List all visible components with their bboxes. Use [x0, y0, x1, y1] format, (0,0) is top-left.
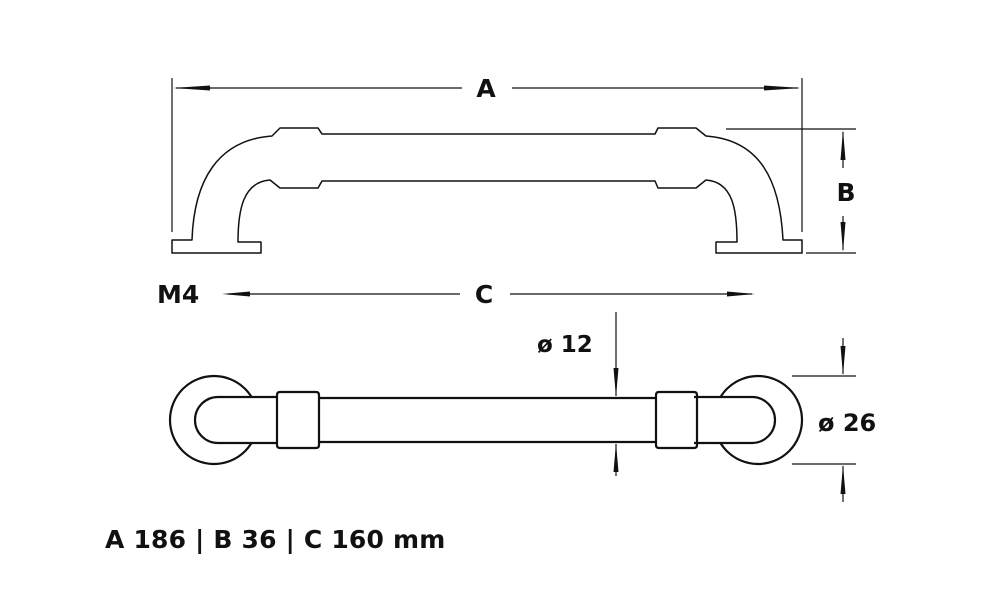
- side-left-collar-edge-top: [317, 127, 323, 135]
- dimension-c-arrow-right: [727, 291, 755, 297]
- dimension-b-label: B: [836, 178, 855, 207]
- dimension-c-label: C: [475, 280, 493, 309]
- dimension-b-arrow-bottom: [840, 222, 846, 252]
- bar-diameter-label: ø 12: [537, 332, 593, 358]
- side-right-collar-edge-top: [654, 127, 659, 135]
- top-left-collar: [275, 390, 321, 450]
- dimension-a: A: [171, 74, 803, 232]
- dimension-b: B: [726, 128, 856, 254]
- dimension-bar-diameter: ø 12: [537, 312, 619, 476]
- base-diameter-label: ø 26: [818, 409, 876, 437]
- dimension-base-diameter: ø 26: [792, 338, 876, 502]
- dimension-a-label: A: [476, 74, 496, 103]
- side-view-outer-outline: [171, 127, 803, 254]
- top-bar-mask: [194, 396, 776, 444]
- top-view: [168, 374, 804, 466]
- dimension-c-arrow-left: [222, 291, 250, 297]
- base-diameter-arrow-top: [840, 346, 846, 375]
- top-right-collar: [654, 390, 699, 450]
- thread-size-label: M4: [157, 280, 199, 309]
- bar-diameter-arrow-top: [613, 368, 619, 397]
- side-view: [171, 127, 803, 254]
- dimension-specification: A 186 | B 36 | C 160 mm: [105, 525, 446, 554]
- dimension-b-arrow-top: [840, 130, 846, 160]
- bar-diameter-arrow-bottom: [613, 443, 619, 472]
- base-diameter-arrow-bottom: [840, 465, 846, 494]
- dimension-c: C M4: [157, 280, 755, 309]
- top-right-bar-end: [694, 395, 777, 445]
- dimension-a-arrow-left: [173, 85, 210, 91]
- dimension-a-arrow-right: [764, 85, 801, 91]
- top-left-bar-end: [193, 395, 278, 445]
